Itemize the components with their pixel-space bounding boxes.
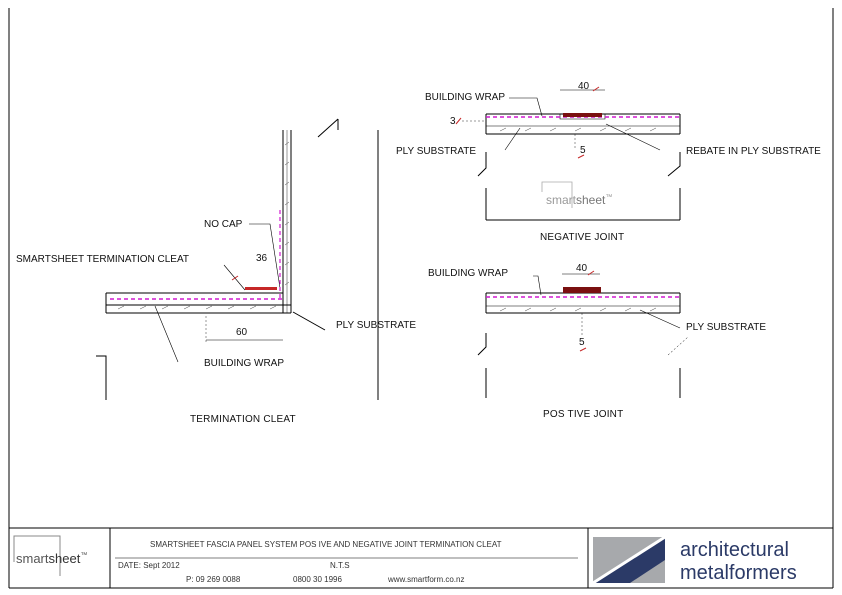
watermark-logo-smart: smart: [546, 193, 576, 207]
watermark-logo-frame: [541, 181, 573, 208]
label-ply-substrate-negative: PLY SUBSTRATE: [396, 146, 477, 157]
label-ply-substrate-termination: PLY SUBSTRATE: [336, 320, 417, 331]
positive-cleat: [563, 287, 601, 293]
drawing-scale: N.T.S: [330, 561, 350, 570]
dim-40-negative: 40: [578, 81, 590, 92]
label-termination-cleat: SMARTSHEET TERMINATION CLEAT: [16, 254, 189, 265]
titleblock-logo: smartsheet™: [16, 552, 87, 565]
dim-40-positive: 40: [576, 263, 588, 274]
label-building-wrap-termination: BUILDING WRAP: [204, 358, 285, 369]
watermark-logo-tm: ™: [605, 194, 613, 201]
sheet-border: [8, 8, 834, 589]
titleblock-logo-smart: smart: [16, 551, 49, 566]
negative-hatch: [499, 127, 657, 132]
label-building-wrap-negative: BUILDING WRAP: [425, 92, 506, 103]
title-negative-joint: NEGATIVE JOINT: [540, 232, 625, 243]
titleblock-logo-sheet: sheet: [48, 551, 81, 566]
termination-cleat-detail: [96, 118, 339, 400]
dim-36: 36: [256, 253, 268, 264]
label-ply-substrate-positive: PLY SUBSTRATE: [686, 322, 767, 333]
termination-hatch: [117, 141, 290, 310]
title-positive-joint: POS TIVE JOINT: [543, 409, 624, 420]
contact-freephone: 0800 30 1996: [293, 575, 342, 584]
contact-phone: P: 09 269 0088: [186, 575, 241, 584]
dim-3: 3: [450, 116, 456, 127]
contact-web: www.smartform.co.nz: [388, 575, 465, 584]
brand-line-architectural: architectural: [680, 539, 789, 561]
watermark-logo-sheet: sheet: [576, 193, 606, 207]
titleblock-logo-tm: ™: [80, 552, 88, 559]
label-building-wrap-positive: BUILDING WRAP: [428, 268, 509, 279]
dim-5-negative: 5: [580, 145, 586, 156]
label-rebate: REBATE IN PLY SUBSTRATE: [686, 146, 821, 157]
label-no-cap: NO CAP: [204, 219, 243, 230]
amf-logo-mark: [592, 535, 666, 585]
dim-60: 60: [236, 327, 248, 338]
positive-hatch: [499, 307, 657, 312]
titleblock-logo-frame: [13, 535, 61, 576]
dim-36-tick: [231, 275, 239, 281]
termination-cleat: [245, 287, 277, 290]
brand-line-metalformers: metalformers: [680, 562, 797, 584]
dim-5-positive: 5: [579, 337, 585, 348]
title-termination-cleat: TERMINATION CLEAT: [190, 414, 296, 425]
negative-cleat: [563, 113, 602, 117]
drawing-title: SMARTSHEET FASCIA PANEL SYSTEM POS IVE A…: [150, 540, 502, 549]
drawing-date: DATE: Sept 2012: [118, 561, 180, 570]
watermark-logo: smartsheet™: [546, 194, 612, 206]
